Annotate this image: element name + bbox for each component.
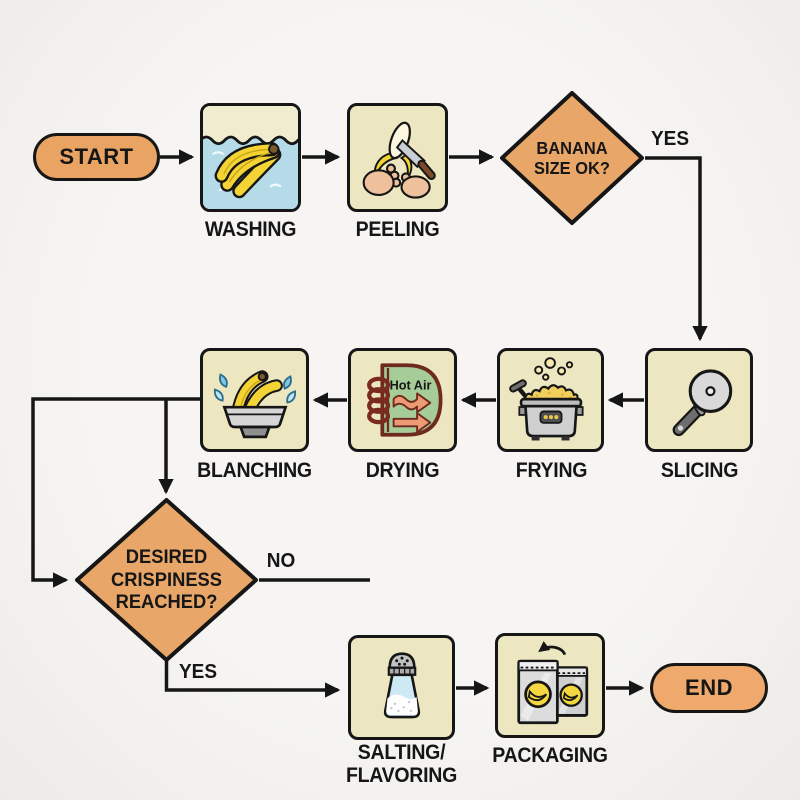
crispiness-decision: DESIRED CRISPINESS REACHED? — [75, 498, 258, 662]
banana-size-question: BANANA SIZE OK? — [534, 137, 610, 178]
edge-banana-size-yes-to-slicing — [645, 156, 708, 342]
blanching-node — [200, 348, 309, 452]
frying-label: FRYING — [515, 459, 588, 482]
packaging-label: PACKAGING — [492, 744, 608, 767]
banana-size-decision: BANANA SIZE OK? — [500, 91, 644, 225]
drying-label: DRYING — [365, 459, 440, 482]
decision-diamond-shape — [75, 498, 258, 662]
packaging-node — [495, 633, 605, 738]
slicing-node — [645, 348, 753, 452]
no-label: NO — [266, 550, 296, 572]
crispiness-question: DESIRED CRISPINESS REACHED? — [110, 546, 223, 614]
slicing-label: SLICING — [660, 459, 739, 482]
salting-node — [348, 635, 455, 740]
yes-label-top: YES — [651, 128, 690, 150]
salting-label: SALTING/ FLAVORING — [345, 741, 458, 787]
decision-diamond-shape — [500, 91, 644, 225]
blanching-label: BLANCHING — [197, 459, 312, 482]
hands-peeling-banana-icon — [362, 121, 436, 199]
fryer-pot-icon — [508, 357, 584, 441]
washing-label: WASHING — [204, 218, 297, 241]
edge-crispiness-yes-to-salting — [164, 661, 341, 698]
washing-node — [200, 103, 301, 212]
peeling-label: PEELING — [355, 218, 440, 241]
end-label: END — [685, 675, 733, 700]
end-node: END — [650, 663, 768, 713]
hot-air-text: Hot Air — [389, 379, 431, 393]
chip-bags-icon — [517, 640, 589, 724]
slicer-wheel-icon — [672, 369, 733, 437]
hot-air-dryer-icon: Hot Air — [366, 363, 442, 437]
frying-node — [497, 348, 604, 452]
bananas-in-bowl-icon — [213, 370, 296, 439]
start-label: START — [59, 144, 134, 169]
drying-node: Hot Air — [348, 348, 457, 452]
yes-label-bottom: YES — [179, 661, 218, 683]
salt-shaker-icon — [383, 651, 420, 718]
peeling-node — [347, 103, 448, 212]
bananas-in-water-icon — [203, 106, 298, 209]
start-node: START — [33, 133, 160, 181]
edge-blanching-feedback-to-crispiness — [31, 397, 200, 588]
